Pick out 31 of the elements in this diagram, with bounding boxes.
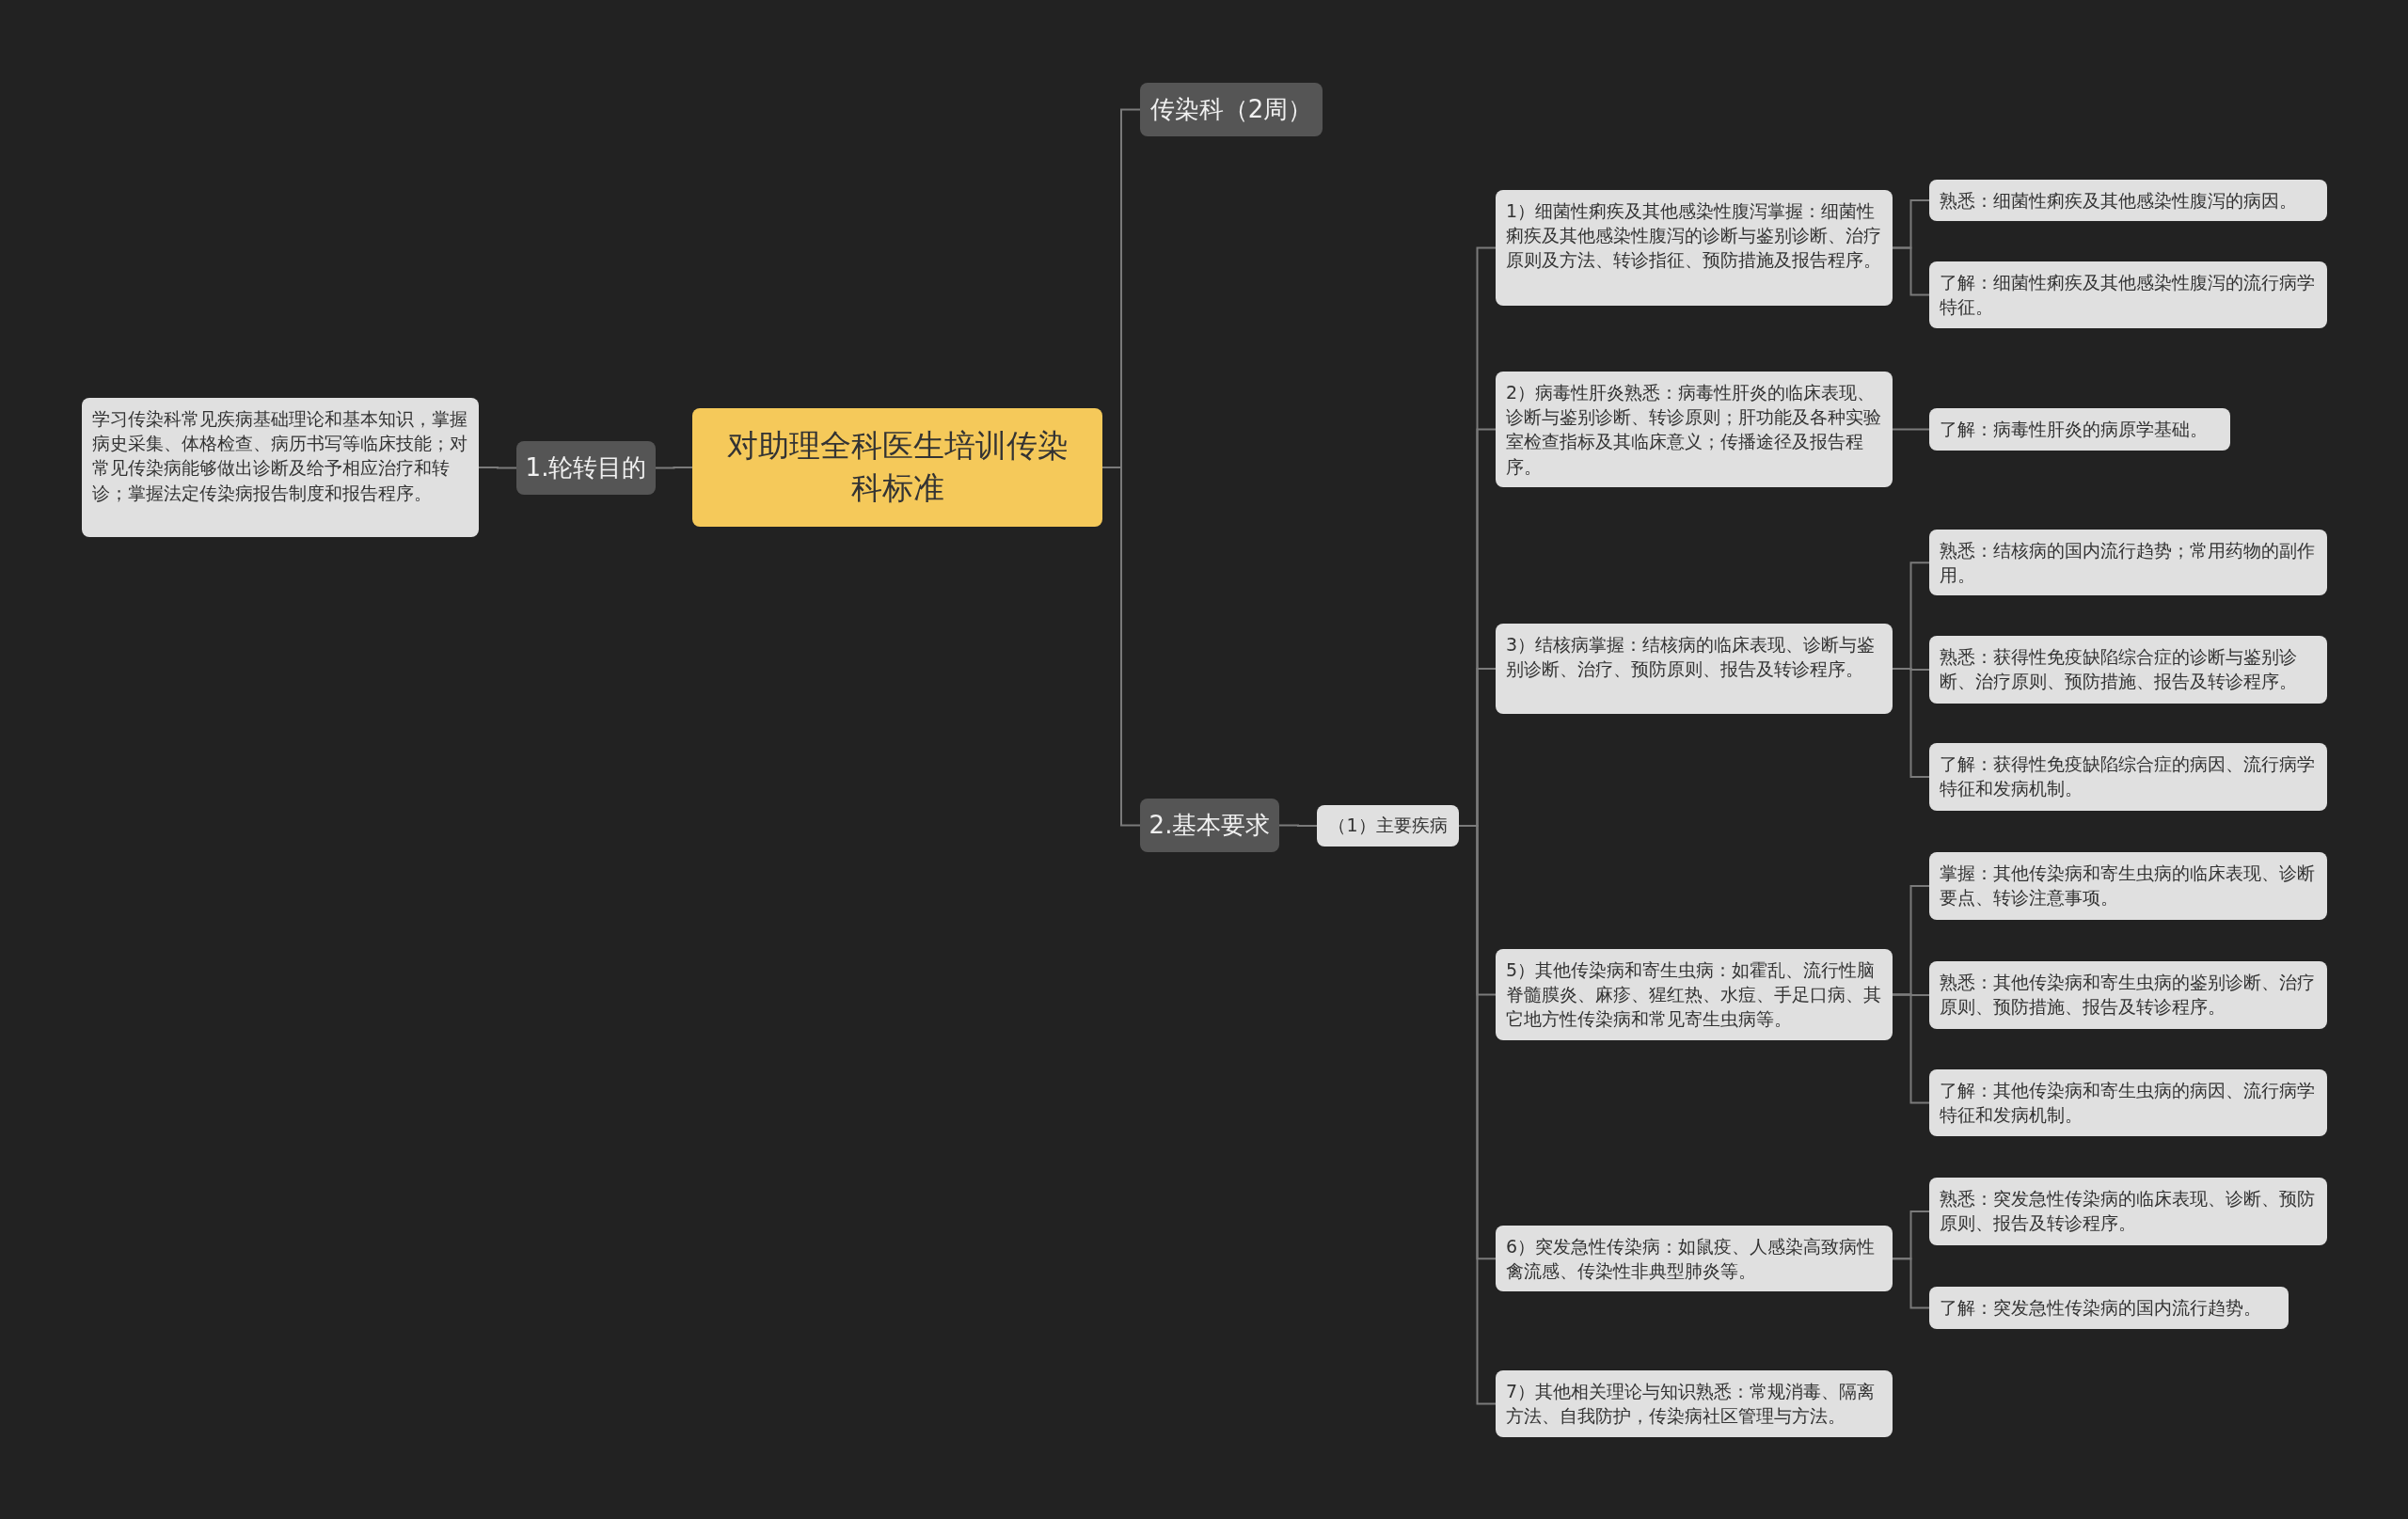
connector-line xyxy=(1892,993,1930,1104)
topic-box: 传染科（2周） xyxy=(1140,83,1323,136)
subtopic-box: （1）主要疾病 xyxy=(1317,805,1459,847)
note-box: 2）病毒性肝炎熟悉：病毒性肝炎的临床表现、诊断与鉴别诊断、转诊原则；肝功能及各种实验室检查指标及其临床意义；传播途径及报告程序。 xyxy=(1496,372,1893,487)
note-box: 熟悉：获得性免疫缺陷综合症的诊断与鉴别诊断、治疗原则、预防措施、报告及转诊程序。 xyxy=(1929,636,2327,704)
connector-line xyxy=(1892,668,1930,778)
connector-line xyxy=(1278,824,1318,827)
central-topic: 对助理全科医生培训传染科标准 xyxy=(692,408,1102,527)
note-box: 了解：突发急性传染病的国内流行趋势。 xyxy=(1929,1287,2289,1329)
note-box: 7）其他相关理论与知识熟悉：常规消毒、隔离方法、自我防护，传染病社区管理与方法。 xyxy=(1496,1370,1893,1437)
note-box: 熟悉：结核病的国内流行趋势；常用药物的副作用。 xyxy=(1929,530,2327,596)
note-box: 6）突发急性传染病：如鼠疫、人感染高致病性禽流感、传染性非典型肺炎等。 xyxy=(1496,1226,1893,1292)
connector-line xyxy=(1892,246,1930,296)
connector-line xyxy=(1892,1258,1930,1309)
connector-line xyxy=(655,467,693,469)
connector-line xyxy=(1892,428,1930,431)
note-box: 了解：其他传染病和寄生虫病的病因、流行病学特征和发病机制。 xyxy=(1929,1069,2327,1136)
note-box: 掌握：其他传染病和寄生虫病的临床表现、诊断要点、转诊注意事项。 xyxy=(1929,852,2327,920)
note-box: 1）细菌性痢疾及其他感染性腹泻掌握：细菌性痢疾及其他感染性腹泻的诊断与鉴别诊断、治疗原则及方法、转诊指征、预防措施及报告程序。 xyxy=(1496,190,1893,306)
connector-line xyxy=(478,467,517,469)
note-box: 了解：细菌性痢疾及其他感染性腹泻的流行病学特征。 xyxy=(1929,261,2327,328)
note-box: 了解：病毒性肝炎的病原学基础。 xyxy=(1929,408,2230,451)
note-box: 熟悉：其他传染病和寄生虫病的鉴别诊断、治疗原则、预防措施、报告及转诊程序。 xyxy=(1929,961,2327,1029)
note-box: 5）其他传染病和寄生虫病：如霍乱、流行性脑脊髓膜炎、麻疹、猩红热、水痘、手足口病、其它地方性传染病和常见寄生虫病等。 xyxy=(1496,949,1893,1040)
note-box: 了解：获得性免疫缺陷综合症的病因、流行病学特征和发病机制。 xyxy=(1929,743,2327,811)
topic-box: 2.基本要求 xyxy=(1140,799,1279,852)
note-box: 学习传染科常见疾病基础理论和基本知识，掌握病史采集、体格检查、病历书写等临床技能；对常见传染病能够做出诊断及给予相应治疗和转诊；掌握法定传染病报告制度和报告程序。 xyxy=(82,398,479,537)
topic-box: 1.轮转目的 xyxy=(516,441,656,495)
note-box: 熟悉：细菌性痢疾及其他感染性腹泻的病因。 xyxy=(1929,180,2327,222)
note-box: 熟悉：突发急性传染病的临床表现、诊断、预防原则、报告及转诊程序。 xyxy=(1929,1178,2327,1245)
note-box: 3）结核病掌握：结核病的临床表现、诊断与鉴别诊断、治疗、预防原则、报告及转诊程序。 xyxy=(1496,624,1893,714)
